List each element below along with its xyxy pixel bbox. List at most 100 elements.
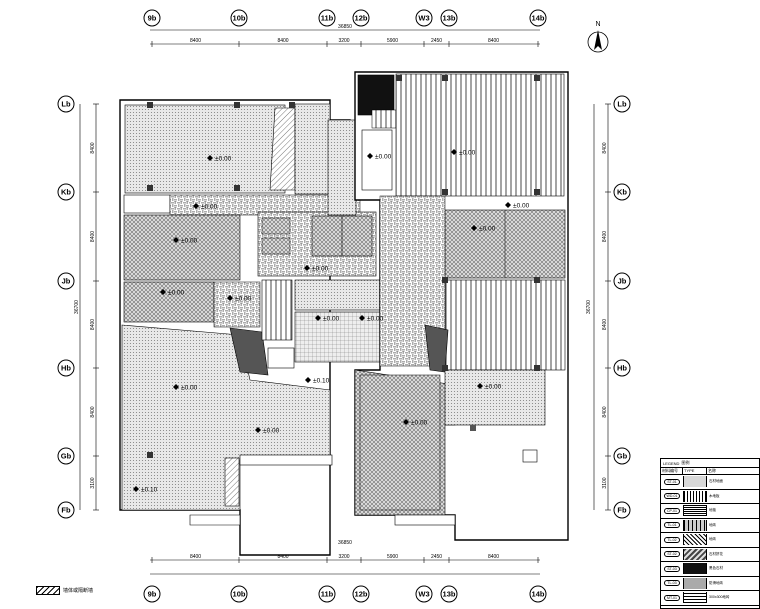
grid-label: Lb [61,100,71,109]
dimension-value: 8400 [277,554,288,560]
grid-bubble-13b: 13b [440,9,458,27]
dimension-value: 8400 [277,38,288,44]
elevation-markers: ±0.00 ±0.00 ±0.00 ±0.00 ±0.00 ±0.00 ±0.00 ±0.00… [133,149,530,494]
hatch-note: 墙体或隔断墙 [36,586,93,595]
grid-bubble-Kb: Kb [57,183,75,201]
column [534,189,540,195]
legend-swatch [683,505,707,517]
dimension-value: 3100 [602,477,608,488]
elevation-marker: ±0.00 [315,315,340,323]
legend-code: TL-03 [661,580,683,587]
elevation-marker: ±0.00 [207,155,232,163]
corridor-north [327,119,357,216]
grid-label: Fb [61,506,71,515]
grid-label: 10b [233,590,246,599]
dimension-value: 8400 [602,319,608,330]
column [396,75,402,81]
legend-header: LEGEND 图例 [661,459,759,468]
column [234,185,240,191]
legend-col-name: 名称 [708,468,716,473]
dimension-value: 3200 [338,554,349,560]
dark-column [229,327,269,376]
elevation-marker: ±0.00 [505,202,530,210]
grid-bubble-12b: 12b [352,9,370,27]
dimension-value: 3100 [90,477,96,488]
legend-swatch [683,476,707,488]
north-label: N [595,21,600,28]
column [534,365,540,371]
legend-swatch [683,577,707,589]
elevation-marker: ±0.00 [451,149,476,157]
legend-code-text: ST-01 [664,478,680,485]
room-top-left-lounge [124,104,286,194]
dimension-total: 36700 [74,300,80,314]
legend-code: ST-03 [661,565,683,572]
grid-bubble-9b: 9b [143,9,161,27]
legend-title-en: LEGEND [663,460,680,466]
room-wood-floor-top [395,73,565,197]
grid-label: Jb [618,277,627,286]
dimension-total: 36700 [586,300,592,314]
legend-code: WD-01 [661,493,683,500]
legend-code-text: WD-01 [663,493,681,500]
grid-bubble-Gb: Gb [613,447,631,465]
legend-code-text: MT-01 [664,594,680,601]
legend-code: TL-02 [661,536,683,543]
grid-label: Lb [617,100,627,109]
elevation-value: ±0.00 [513,203,530,210]
grid-bubble-Hb: Hb [613,359,631,377]
grid-label: 12b [355,590,368,599]
elevation-value: ±0.00 [201,204,218,211]
dimension-value: 8400 [488,554,499,560]
grid-label: Hb [61,364,71,373]
dimension-chain-bottom [150,559,540,575]
column [147,185,153,191]
legend-code: TL-01 [661,522,683,529]
elevation-marker: ±0.00 [471,225,496,233]
elevation-marker: ±0.10 [305,377,330,385]
elevation-value: ±0.00 [263,428,280,435]
grid-label: 13b [443,590,456,599]
elevation-value: ±0.00 [168,290,185,297]
dimension-value: 8400 [90,406,96,417]
room-carpet-left-2 [123,281,215,323]
grid-label: Kb [617,188,627,197]
grid-bubble-10b: 10b [230,9,248,27]
structural-columns [147,75,540,458]
dimension-value: 2450 [431,554,442,560]
room-wood-floor-mid [444,279,566,371]
stair-left [261,279,293,341]
elevation-value: ±0.00 [215,156,232,163]
legend-swatch [683,534,707,546]
dimension-value: 8400 [488,38,499,44]
grid-bubble-Hb: Hb [57,359,75,377]
legend-code-text: TL-01 [664,522,680,529]
elevation-marker: ±0.00 [359,315,384,323]
grid-label: 10b [233,14,246,23]
elevation-marker: ±0.00 [367,153,392,161]
room-small-label [123,194,171,214]
legend-code: CP-01 [661,507,683,514]
elevation-marker: ±0.00 [304,265,329,273]
elevation-value: ±0.00 [367,316,384,323]
grid-bubble-12b: 12b [352,585,370,603]
legend-name: 地毯 [709,508,716,513]
column [289,102,295,108]
column [534,277,540,283]
grid-bubble-W3: W3 [415,585,433,603]
grid-label: 9b [148,14,157,23]
dimension-value: 8400 [602,142,608,153]
north-arrow: N [587,21,609,53]
